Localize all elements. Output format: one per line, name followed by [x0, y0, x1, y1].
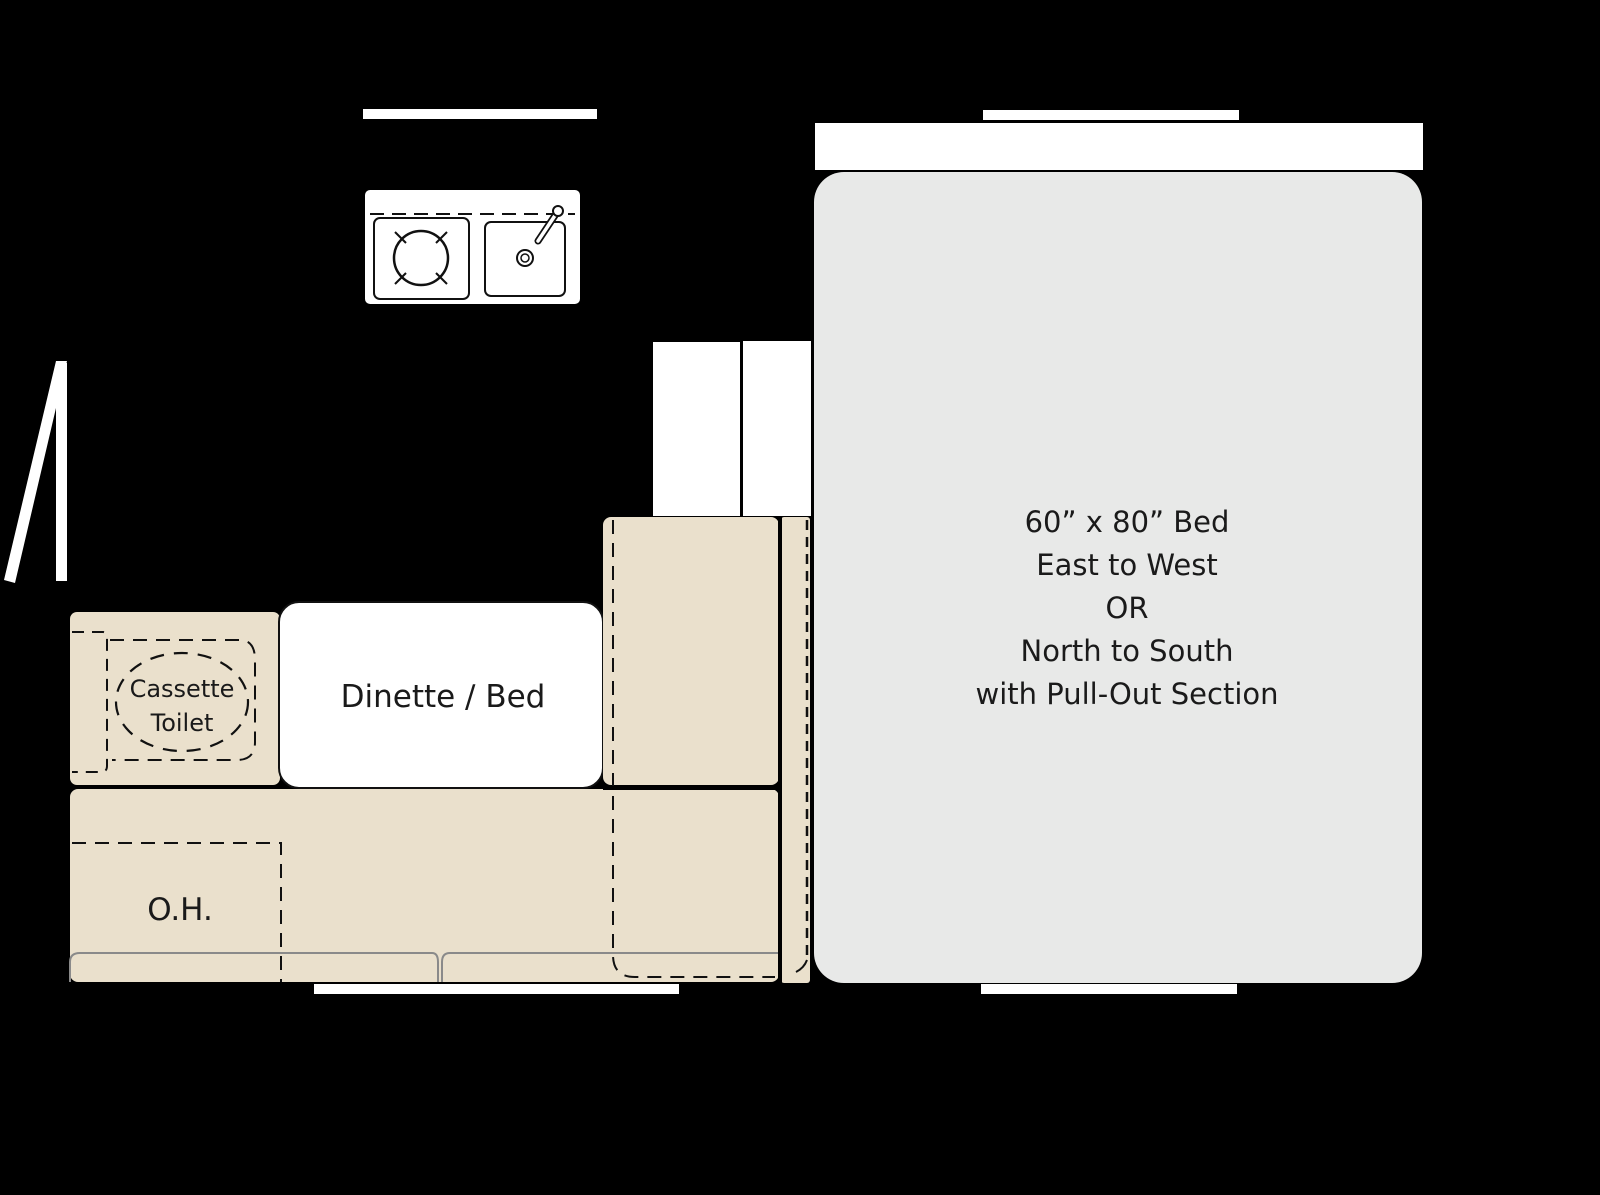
dinette-table: Dinette / Bed — [278, 601, 604, 789]
sink-faucet-icon — [484, 205, 566, 297]
window-top-right — [983, 110, 1239, 120]
cassette-toilet-icon — [114, 651, 250, 753]
stove-burner-icon — [373, 217, 470, 300]
dinette-seat-upper — [603, 517, 779, 785]
overhead-cabinet-label: O.H. — [147, 892, 213, 928]
toilet-label-line1: Cassette — [130, 675, 235, 703]
bed-pullout-label: with Pull-Out Section — [975, 677, 1278, 711]
toilet-label-line2: Toilet — [150, 709, 214, 737]
bed-size-label: 60” x 80” Bed — [1025, 505, 1230, 539]
side-cushion-strip — [781, 517, 810, 983]
wardrobe-panel-right — [743, 341, 811, 516]
dinette-bench: O.H. — [69, 520, 779, 982]
bed-headboard-cabinet — [815, 123, 1423, 170]
bed-alt-orientation-label: North to South — [1021, 634, 1234, 668]
entry-door — [4, 361, 67, 583]
bed-orientation-label: East to West — [1036, 548, 1217, 582]
window-bottom-right — [981, 984, 1237, 994]
toilet-cabinet: Cassette Toilet — [70, 612, 280, 785]
window-top-left — [363, 109, 597, 119]
window-bottom-left — [314, 984, 679, 994]
bed-or-label: OR — [1106, 591, 1149, 625]
galley-counter — [365, 190, 580, 304]
bed: 60” x 80” Bed East to West OR North to S… — [814, 172, 1422, 983]
wardrobe-panel-left — [653, 342, 740, 516]
dinette-label: Dinette / Bed — [341, 679, 546, 715]
